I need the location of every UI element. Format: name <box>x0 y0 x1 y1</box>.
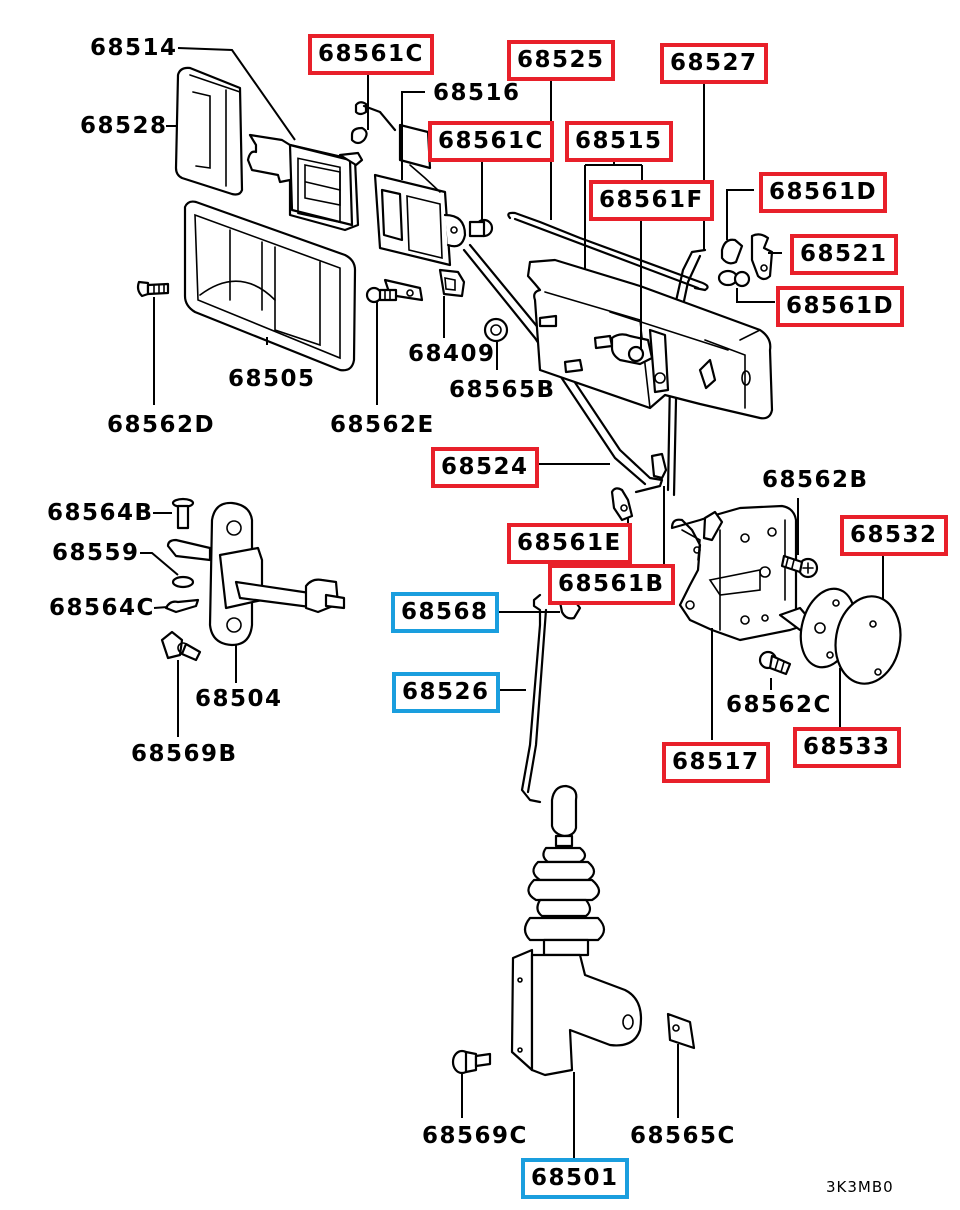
rod-68527 <box>666 248 707 492</box>
part-68569C-bolt <box>451 1049 492 1075</box>
part-68561E-clip <box>610 487 634 522</box>
callout-68562B[interactable]: 68562B <box>762 467 869 493</box>
callout-68561C-a[interactable]: 68561C <box>308 34 434 75</box>
callout-68561B[interactable]: 68561B <box>548 564 675 605</box>
callout-68524[interactable]: 68524 <box>431 447 539 488</box>
callout-68514[interactable]: 68514 <box>90 35 178 61</box>
callout-68568[interactable]: 68568 <box>391 592 499 633</box>
callout-68565C[interactable]: 68565C <box>630 1123 736 1149</box>
callout-68532[interactable]: 68532 <box>840 515 948 556</box>
part-68565B-nut <box>483 317 509 343</box>
part-68501-actuator <box>510 784 643 1077</box>
callout-68527[interactable]: 68527 <box>660 43 768 84</box>
callout-68561D-b[interactable]: 68561D <box>776 286 905 327</box>
callout-68526[interactable]: 68526 <box>392 672 500 713</box>
callout-68409[interactable]: 68409 <box>408 341 496 367</box>
callout-68533[interactable]: 68533 <box>793 727 901 768</box>
part-68559-washer <box>171 575 195 589</box>
rod-68525 <box>507 211 709 292</box>
callout-68517[interactable]: 68517 <box>662 742 770 783</box>
callout-68562C[interactable]: 68562C <box>726 692 832 718</box>
callout-68569B[interactable]: 68569B <box>131 741 238 767</box>
callout-68528[interactable]: 68528 <box>80 113 168 139</box>
callout-68504[interactable]: 68504 <box>195 686 283 712</box>
part-68561D-clip-b <box>717 269 751 288</box>
part-68515-handle-base <box>526 258 774 420</box>
part-68517-door-lock <box>670 504 798 642</box>
part-68521-lever <box>750 233 774 281</box>
rod-68526 <box>520 593 542 804</box>
callout-68515[interactable]: 68515 <box>565 121 673 162</box>
callout-68505[interactable]: 68505 <box>228 366 316 392</box>
callout-68525[interactable]: 68525 <box>507 40 615 81</box>
callout-68561C-b[interactable]: 68561C <box>428 121 554 162</box>
callout-68561D-a[interactable]: 68561D <box>759 172 888 213</box>
part-68561C-clip-second <box>468 218 494 238</box>
callout-68561F[interactable]: 68561F <box>589 180 714 221</box>
part-68564B-pin <box>171 497 195 530</box>
drawing-code: 3K3MB0 <box>826 1178 894 1196</box>
rod-68524-b <box>462 248 647 486</box>
part-68565C-clip <box>666 1012 696 1050</box>
part-68561C-clip-top <box>350 101 397 145</box>
part-68505-escutcheon <box>183 200 357 372</box>
callout-68564B[interactable]: 68564B <box>47 500 154 526</box>
part-68562B-screw <box>780 554 819 579</box>
callout-68562E[interactable]: 68562E <box>330 412 435 438</box>
part-68514-handle-bracket <box>246 133 364 232</box>
callout-68559[interactable]: 68559 <box>52 540 140 566</box>
rod-68525-b <box>513 217 700 290</box>
callout-68565B[interactable]: 68565B <box>449 377 556 403</box>
part-68564C-cotter-pin <box>164 598 200 614</box>
part-68562C-screw <box>758 650 792 676</box>
callout-68564C[interactable]: 68564C <box>49 595 155 621</box>
part-68562E-screw <box>365 286 398 304</box>
callout-68521[interactable]: 68521 <box>790 234 898 275</box>
part-68516-lock-link <box>373 123 467 302</box>
part-68504-door-check <box>166 501 346 647</box>
part-68561B-clip <box>650 452 668 480</box>
callout-68516[interactable]: 68516 <box>433 80 521 106</box>
part-68532-gasket <box>834 595 902 685</box>
part-68409-clip <box>438 268 466 298</box>
part-68561D-clip-a <box>720 238 744 265</box>
callout-68501[interactable]: 68501 <box>521 1158 629 1199</box>
part-68562D-screw <box>136 280 170 298</box>
callout-68562D[interactable]: 68562D <box>107 412 216 438</box>
callout-68561E[interactable]: 68561E <box>507 523 632 564</box>
callout-68569C[interactable]: 68569C <box>422 1123 528 1149</box>
part-68569B-bolt <box>160 630 202 662</box>
rod-68526-b <box>526 608 548 794</box>
part-68528-cover <box>174 66 244 196</box>
